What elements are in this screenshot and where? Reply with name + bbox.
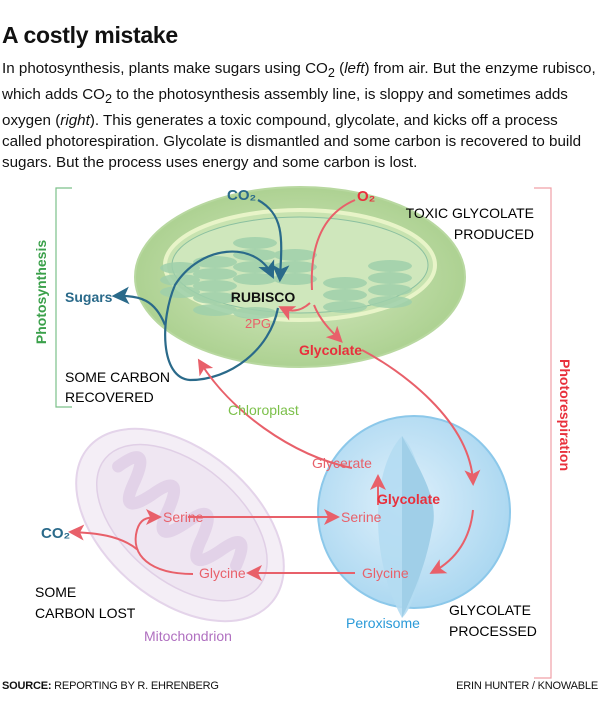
photorespiration-bracket: [534, 187, 552, 679]
2pg-label: 2PG: [245, 316, 271, 331]
intro-text: In photosynthesis, plants make sugars us…: [2, 60, 328, 77]
glycolate-peroxisome-label: Glycolate: [377, 491, 440, 507]
glycolate-to-glycine-arrow: [429, 509, 474, 574]
mitochondrion-shape: [75, 427, 285, 623]
intro-text: ). This generates a toxic compound, glyc…: [2, 112, 582, 172]
co2-to-rubisco-arrow: [257, 199, 290, 283]
glycolate-chloroplast-label: Glycolate: [299, 342, 362, 358]
to-co2-lost-arrow: [68, 524, 139, 551]
chloroplast-shape: [134, 186, 466, 368]
toxic-glycolate-label: TOXIC GLYCOLATE: [406, 205, 534, 221]
carbon-lost-label-2: CARBON LOST: [35, 605, 136, 621]
rubisco-label: RUBISCO: [231, 289, 296, 305]
photosynthesis-label: Photosynthesis: [33, 240, 49, 344]
glycine-to-serine-arrow: [134, 509, 194, 575]
glycine-mitochondrion-label: Glycine: [199, 565, 246, 581]
to-2pg-arrow: [278, 302, 311, 321]
glycolate-to-peroxisome-arrow: [361, 349, 481, 486]
sugars-label: Sugars: [65, 289, 113, 305]
glycerate-to-chloroplast-arrow: [197, 358, 353, 469]
o2-to-rubisco-arrow: [310, 199, 356, 291]
glycine-peroxisome-label: Glycine: [362, 565, 409, 581]
mitochondrion-label: Mitochondrion: [144, 628, 232, 644]
intro-text: ) from air. But the enzyme rubisco, whic…: [2, 60, 596, 104]
artist-credit: ERIN HUNTER / KNOWABLE: [456, 680, 598, 692]
source-text: REPORTING BY R. EHRENBERG: [51, 680, 219, 692]
intro-italic: right: [60, 112, 90, 130]
photorespiration-label: Photorespiration: [557, 359, 573, 471]
intro-italic: left: [344, 60, 365, 77]
serine-peroxisome-label: Serine: [341, 509, 382, 525]
peroxisome-label: Peroxisome: [346, 615, 420, 631]
intro-text: (: [334, 60, 345, 77]
calvin-cycle-arrow: [164, 250, 280, 382]
glycerate-label: Glycerate: [312, 455, 372, 471]
subscript: 2: [327, 66, 335, 81]
subscript: 2: [104, 92, 113, 107]
carbon-recovered-label-2: RECOVERED: [65, 389, 154, 405]
chloroplast-label: Chloroplast: [228, 402, 299, 418]
to-sugars-arrow: [111, 286, 167, 326]
intro-text: to the photosynthesis assembly line, is …: [2, 86, 568, 130]
carbon-lost-label: SOME: [35, 584, 76, 600]
glycolate-processed-label-2: PROCESSED: [449, 623, 537, 639]
co2-input-label: CO₂: [227, 187, 256, 204]
source-label: SOURCE:: [2, 680, 52, 692]
o2-input-label: O₂: [357, 188, 375, 205]
source-credit: SOURCE: REPORTING BY R. EHRENBERG: [2, 680, 219, 692]
page-title: A costly mistake: [2, 22, 178, 48]
intro-paragraph: In photosynthesis, plants make sugars us…: [2, 58, 598, 173]
carbon-recovered-label: SOME CARBON: [65, 369, 170, 385]
glycolate-processed-label: GLYCOLATE: [449, 602, 531, 618]
co2-lost-label: CO₂: [41, 525, 70, 542]
serine-mitochondrion-label: Serine: [163, 509, 204, 525]
toxic-glycolate-label-2: PRODUCED: [454, 226, 534, 242]
peroxisome-shape: [317, 415, 511, 618]
photosynthesis-bracket: [55, 187, 72, 408]
to-glycolate-arrow: [313, 304, 343, 343]
